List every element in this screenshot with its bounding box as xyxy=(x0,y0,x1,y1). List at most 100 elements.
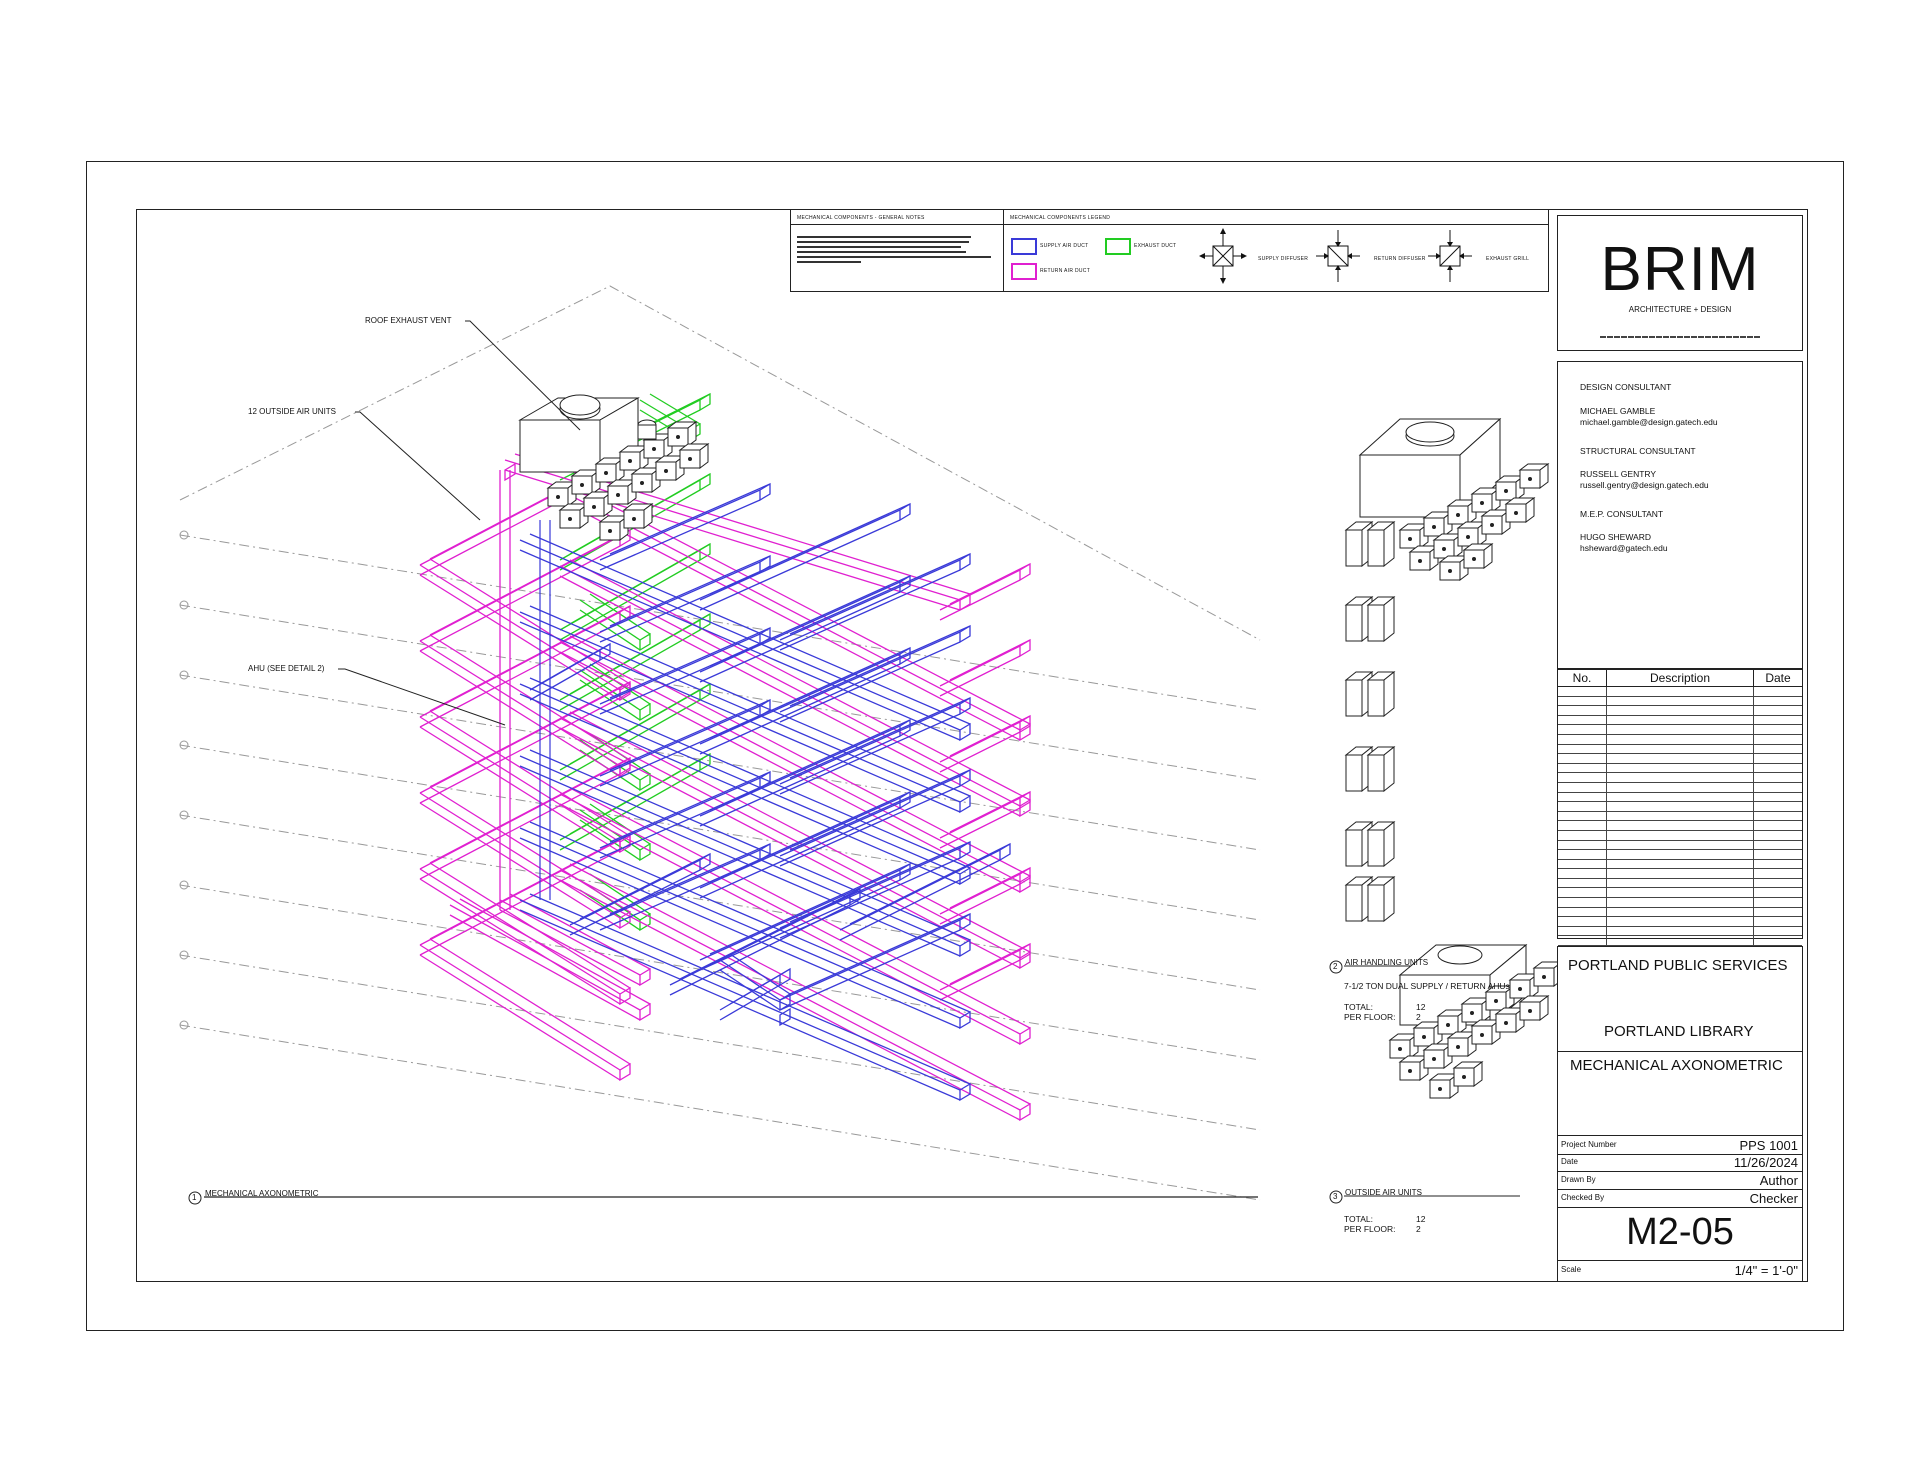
firm-logo-box: BRIM ARCHITECTURE + DESIGN xyxy=(1557,215,1803,351)
view3-marker xyxy=(1329,1190,1343,1204)
view2-total-label: TOTAL: xyxy=(1344,1002,1373,1012)
view2-total-value: 12 xyxy=(1416,1002,1426,1012)
revisions-table-box: No. Description Date xyxy=(1557,669,1803,947)
revision-row xyxy=(1558,840,1802,851)
general-notes-title: MECHANICAL COMPONENTS - GENERAL NOTES xyxy=(797,215,925,221)
legend-box: MECHANICAL COMPONENTS LEGEND SUPPLY AIR … xyxy=(1003,209,1549,292)
callout-ahu: AHU (SEE DETAIL 2) xyxy=(248,664,325,673)
checked-by-value: Checker xyxy=(1749,1191,1798,1206)
rev-col-description: Description xyxy=(1606,670,1754,687)
revision-row xyxy=(1558,868,1802,879)
revision-row xyxy=(1558,887,1802,899)
outside-air-units-elevations xyxy=(1344,417,1564,1099)
return-diffuser-icon xyxy=(1316,230,1360,282)
design-consultant-name: MICHAEL GAMBLE xyxy=(1580,406,1656,416)
rev-col-no: No. xyxy=(1558,670,1607,687)
view1-marker xyxy=(188,1191,202,1205)
revision-row xyxy=(1558,744,1802,755)
design-consultant-email: michael.gamble@design.gatech.edu xyxy=(1580,417,1718,427)
callout-outside-air-units: 12 OUTSIDE AIR UNITS xyxy=(248,407,337,416)
revision-row xyxy=(1558,715,1802,726)
project-name: PORTLAND LIBRARY xyxy=(1604,1023,1754,1040)
revision-row xyxy=(1558,801,1802,812)
firm-logo: BRIM xyxy=(1600,235,1760,304)
equipment xyxy=(518,394,710,541)
revision-row xyxy=(1558,724,1802,735)
view2-per-floor-label: PER FLOOR: xyxy=(1344,1012,1396,1022)
revision-row xyxy=(1558,811,1802,822)
legend-return-label: RETURN AIR DUCT xyxy=(1040,268,1091,274)
revision-row xyxy=(1558,935,1802,947)
project-info-box: PORTLAND PUBLIC SERVICES PORTLAND LIBRAR… xyxy=(1557,946,1803,1282)
revision-row xyxy=(1558,686,1802,697)
firm-address-line xyxy=(1600,336,1760,338)
mep-consultant-email: hsheward@gatech.edu xyxy=(1580,543,1668,553)
sheet-number: M2-05 xyxy=(1626,1211,1734,1253)
structural-consultant-name: RUSSELL GENTRY xyxy=(1580,469,1657,479)
revision-row xyxy=(1558,696,1802,707)
firm-subtitle: ARCHITECTURE + DESIGN xyxy=(1628,305,1732,314)
checked-by-label: Checked By xyxy=(1561,1193,1605,1202)
supply-diffuser-icon xyxy=(1199,228,1247,284)
consultants-box: DESIGN CONSULTANT MICHAEL GAMBLE michael… xyxy=(1557,361,1803,669)
supply-ducts xyxy=(519,482,1011,1102)
date-label: Date xyxy=(1561,1157,1578,1166)
structural-consultant-title: STRUCTURAL CONSULTANT xyxy=(1580,446,1696,456)
legend-title: MECHANICAL COMPONENTS LEGEND xyxy=(1010,215,1111,221)
revision-row xyxy=(1558,926,1802,937)
view3-per-floor-label: PER FLOOR: xyxy=(1344,1224,1396,1234)
view2-marker xyxy=(1329,960,1343,974)
view3-total-value: 12 xyxy=(1416,1214,1426,1224)
revision-row xyxy=(1558,734,1802,745)
callout-roof-exhaust-vent: ROOF EXHAUST VENT xyxy=(365,316,452,325)
drawn-by-value: Author xyxy=(1759,1173,1798,1188)
legend-supply-label: SUPPLY AIR DUCT xyxy=(1040,243,1089,249)
callout-leaders xyxy=(338,320,581,726)
client-name: PORTLAND PUBLIC SERVICES xyxy=(1568,957,1788,974)
legend-exhaust-grill-label: EXHAUST GRILL xyxy=(1486,256,1530,262)
supply-duct-swatch xyxy=(1011,238,1037,255)
revision-row xyxy=(1558,763,1802,774)
view3-total-label: TOTAL: xyxy=(1344,1214,1373,1224)
level-lines xyxy=(179,285,1261,1201)
legend-supply-diffuser-label: SUPPLY DIFFUSER xyxy=(1258,256,1309,262)
view3-number: 3 xyxy=(1333,1192,1338,1201)
revision-row xyxy=(1558,705,1802,716)
view2-per-floor-value: 2 xyxy=(1416,1012,1421,1022)
view1-number: 1 xyxy=(192,1193,197,1202)
revision-row xyxy=(1558,916,1802,927)
revisions-table: No. Description Date xyxy=(1558,670,1802,947)
project-number-label: Project Number xyxy=(1561,1140,1617,1149)
drawn-by-label: Drawn By xyxy=(1561,1175,1596,1184)
return-duct-swatch xyxy=(1011,263,1037,280)
view3-per-floor-value: 2 xyxy=(1416,1224,1421,1234)
scale-label: Scale xyxy=(1561,1265,1582,1274)
view2-number: 2 xyxy=(1333,962,1338,971)
revision-row xyxy=(1558,753,1802,764)
revision-row xyxy=(1558,849,1802,860)
mep-consultant-name: HUGO SHEWARD xyxy=(1580,532,1651,542)
revision-row xyxy=(1558,859,1802,870)
title-block: BRIM ARCHITECTURE + DESIGN DESIGN CONSUL… xyxy=(1554,209,1808,1282)
view3-title: OUTSIDE AIR UNITS xyxy=(1345,1188,1422,1197)
structural-consultant-email: russell.gentry@design.gatech.edu xyxy=(1580,480,1709,490)
sheet-title: MECHANICAL AXONOMETRIC xyxy=(1570,1057,1783,1074)
exhaust-grill-icon xyxy=(1428,230,1472,282)
view2-title: AIR HANDLING UNITS xyxy=(1345,958,1429,967)
mep-consultant-title: M.E.P. CONSULTANT xyxy=(1580,509,1664,519)
date-value: 11/26/2024 xyxy=(1733,1155,1798,1170)
exhaust-duct-swatch xyxy=(1105,238,1131,255)
revision-row xyxy=(1558,820,1802,831)
general-notes-box: MECHANICAL COMPONENTS - GENERAL NOTES xyxy=(790,209,1004,292)
revision-row xyxy=(1558,792,1802,803)
revision-row xyxy=(1558,897,1802,908)
project-number: PPS 1001 xyxy=(1739,1138,1798,1153)
general-notes-text-lines xyxy=(797,236,991,263)
view2-description: 7-1/2 TON DUAL SUPPLY / RETURN AHUs xyxy=(1344,981,1510,991)
rev-col-date: Date xyxy=(1753,670,1802,687)
revision-row xyxy=(1558,878,1802,889)
return-ducts xyxy=(419,452,1031,1122)
legend-exhaust-label: EXHAUST DUCT xyxy=(1134,243,1177,249)
revision-row xyxy=(1558,907,1802,918)
